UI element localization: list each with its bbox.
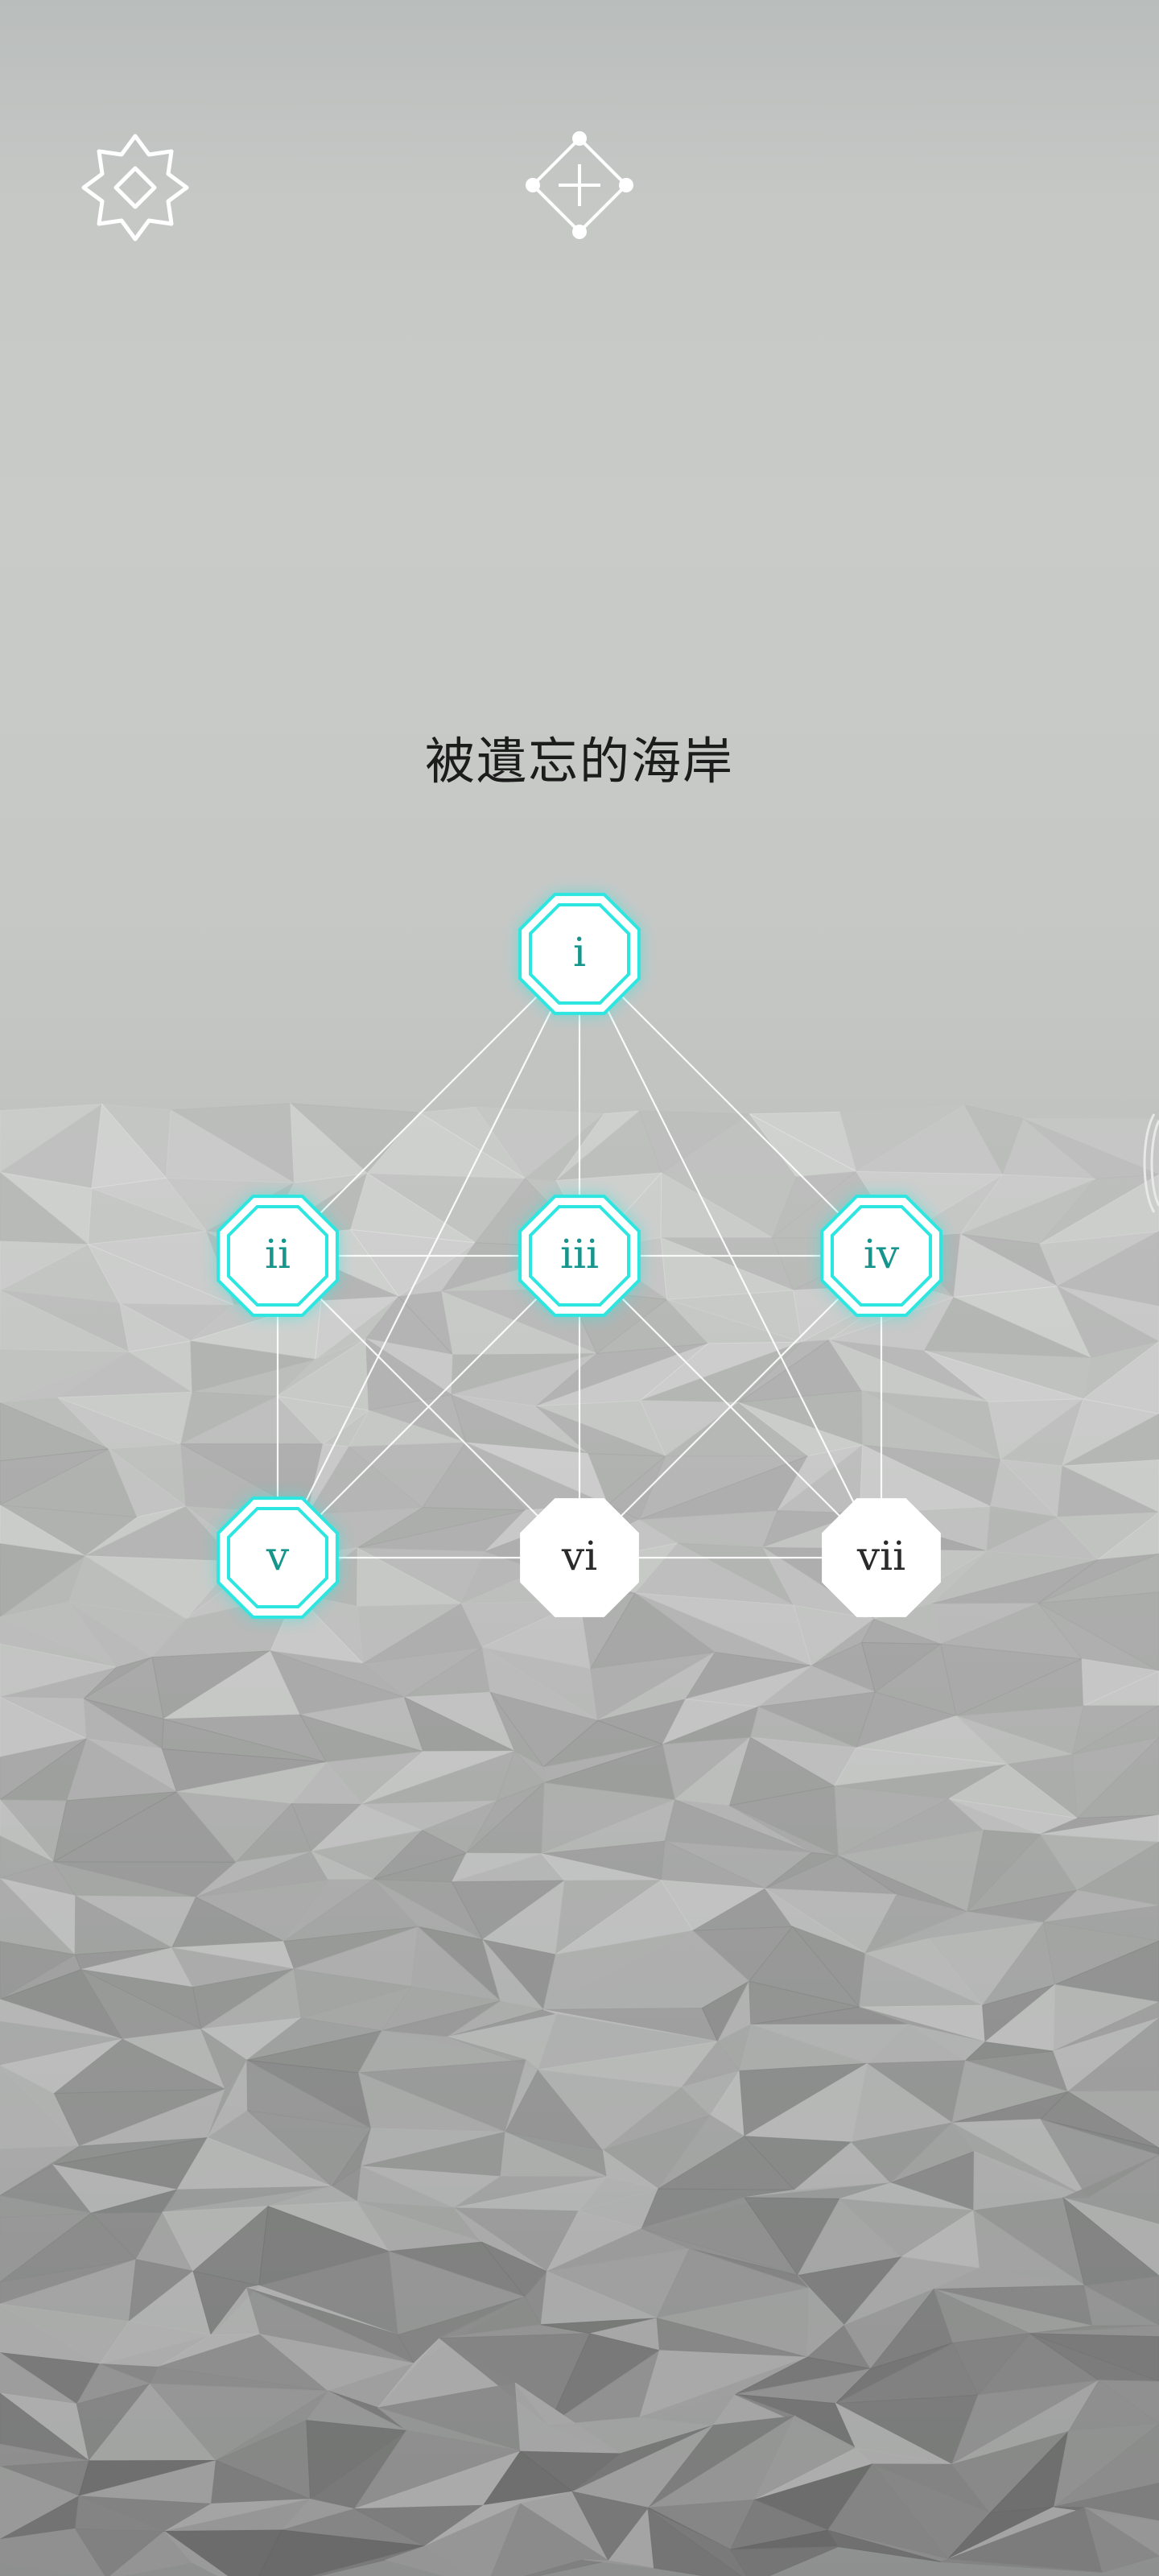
level-node-iii[interactable]: iii [511, 1187, 648, 1324]
level-node-label: ii [265, 1231, 291, 1278]
octagon-node-icon [822, 1498, 941, 1617]
level-node-label: iv [863, 1231, 900, 1278]
level-node-label: vii [856, 1533, 906, 1579]
level-node-i[interactable]: i [511, 886, 648, 1022]
octagon-node-icon [820, 1195, 942, 1317]
level-title: 被遺忘的海岸 [424, 732, 734, 791]
level-node-label: v [266, 1533, 290, 1579]
octagon-node-icon [520, 1498, 639, 1617]
level-node-label: vi [561, 1533, 598, 1579]
edge-drawer-handle[interactable] [1133, 1111, 1159, 1216]
settings-button[interactable] [80, 133, 190, 242]
add-button[interactable] [523, 129, 636, 242]
octagon-node-icon [518, 893, 641, 1015]
settings-diamond-icon [81, 134, 189, 242]
level-node-label: iii [560, 1231, 599, 1278]
octagon-node-icon [518, 1195, 641, 1317]
level-node-ii[interactable]: ii [209, 1187, 346, 1324]
level-node-vi[interactable]: vi [511, 1489, 648, 1626]
octagon-node-icon [217, 1195, 339, 1317]
octagon-node-icon [217, 1496, 339, 1619]
level-node-v[interactable]: v [209, 1489, 346, 1626]
level-node-label: i [573, 929, 586, 976]
level-node-vii[interactable]: vii [813, 1489, 950, 1626]
add-diamond-icon [526, 131, 633, 239]
level-node-iv[interactable]: iv [813, 1187, 950, 1324]
